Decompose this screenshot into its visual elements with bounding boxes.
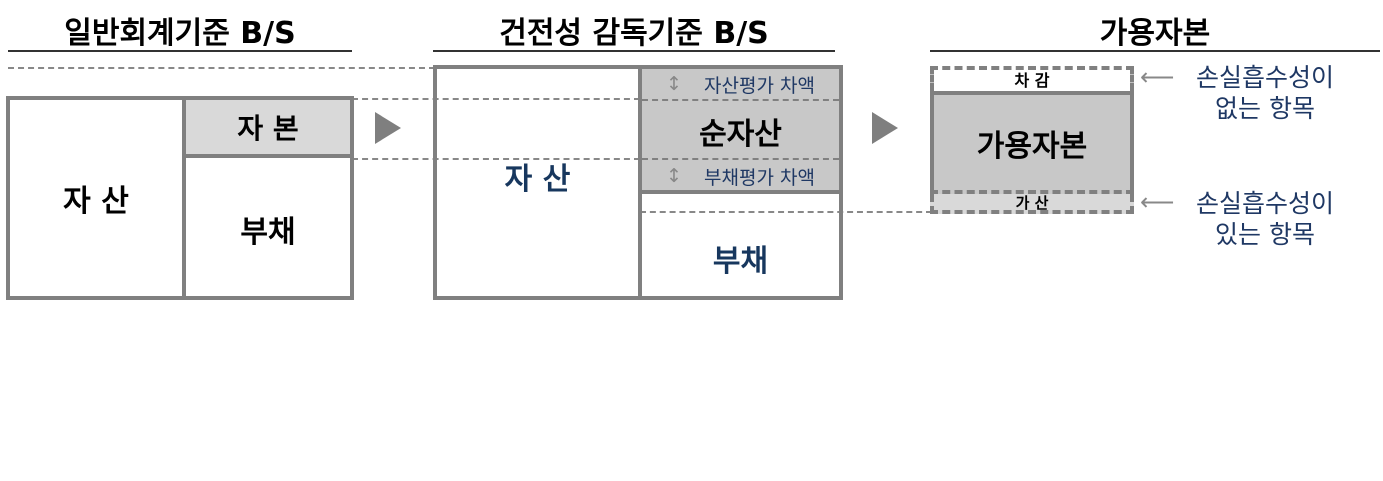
asset-valuation-diff-label: 자산평가 차액 [704, 74, 815, 97]
assets-cell: 자 산 [504, 161, 571, 197]
note-line: 있는 항목 [1215, 220, 1315, 249]
updown-arrow-icon: ↕ [666, 165, 682, 187]
supervisory-bs-box: 자 산 ↕ 자산평가 차액 순자산 ↕ 부채평가 차액 부채 [433, 65, 843, 300]
guide-line [352, 98, 640, 100]
arrow-right-icon [375, 112, 401, 144]
note-line: 손실흡수성이 [1195, 63, 1334, 92]
liability-valuation-diff-label: 부채평가 차액 [704, 166, 815, 189]
liabilities-cell: 부채 [712, 243, 769, 279]
assets-cell: 자 산 [63, 184, 129, 219]
guide-line [352, 158, 640, 160]
general-bs-box: 자 산 자 본 부채 [6, 96, 354, 300]
updown-arrow-icon: ↕ [666, 73, 682, 95]
divider [182, 100, 186, 296]
panel3-title: 가용자본 [1099, 16, 1211, 51]
addition-strip: 가 산 [930, 194, 1134, 214]
arrow-left-icon: ⟵ [1140, 188, 1175, 216]
liability-valuation-diff: ↕ 부채평가 차액 [642, 162, 839, 190]
note-line: 없는 항목 [1215, 94, 1315, 123]
equity-cell: 자 본 [186, 100, 350, 158]
note-loss-absorbing: 손실흡수성이 있는 항목 [1170, 188, 1360, 250]
guide-line [640, 211, 932, 213]
divider [638, 69, 642, 296]
guide-line [8, 67, 435, 69]
note-line: 손실흡수성이 [1195, 189, 1334, 218]
panel3-underline [930, 50, 1380, 52]
panel2-underline [433, 50, 835, 52]
deduction-strip: 차 감 [930, 66, 1134, 91]
available-capital-box: 가용자본 [930, 91, 1134, 194]
arrow-left-icon: ⟵ [1140, 63, 1175, 91]
net-assets: 순자산 [642, 103, 839, 160]
panel1-underline [8, 50, 352, 52]
panel2-title: 건전성 감독기준 B/S [499, 16, 769, 51]
panel1-title: 일반회계기준 B/S [64, 16, 296, 51]
net-assets-block: ↕ 자산평가 차액 순자산 ↕ 부채평가 차액 [642, 69, 839, 194]
note-no-loss-absorbing: 손실흡수성이 없는 항목 [1170, 62, 1360, 124]
arrow-right-icon [872, 112, 898, 144]
liabilities-cell: 부채 [240, 215, 296, 250]
asset-valuation-diff: ↕ 자산평가 차액 [642, 69, 839, 101]
